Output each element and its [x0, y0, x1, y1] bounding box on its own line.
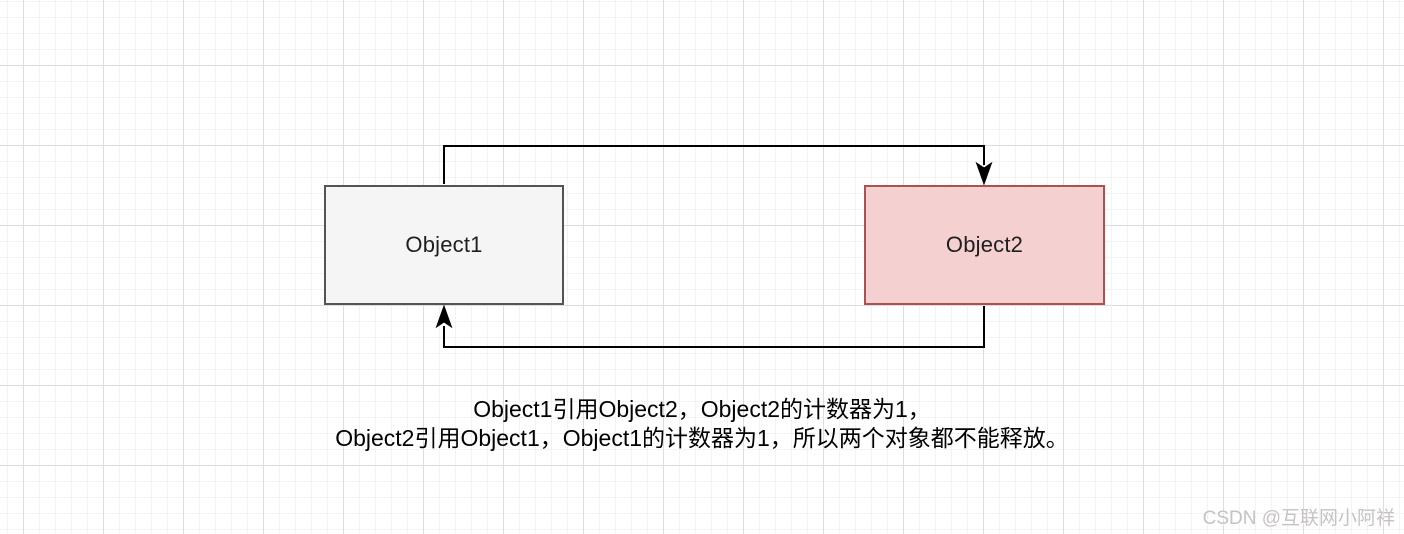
node-object1-label: Object1: [405, 232, 483, 257]
node-object2: Object2: [864, 185, 1105, 305]
node-object2-label: Object2: [945, 232, 1024, 257]
edge-line: [443, 306, 985, 348]
node-object1: Object1: [324, 185, 564, 305]
watermark: CSDN @互联网小阿祥: [1202, 508, 1395, 529]
caption-line-2: Object2引用Object1，Object1的计数器为1，所以两个对象都不能…: [335, 425, 1069, 451]
arrowhead-up-icon: [435, 304, 453, 329]
caption: Object1引用Object2，Object2的计数器为1， Object2引…: [0, 395, 1404, 453]
arrowhead-down-icon: [975, 161, 993, 186]
edge-object1-to-object2: [443, 145, 993, 186]
edge-object2-to-object1: [435, 304, 985, 348]
edge-line: [443, 145, 985, 184]
caption-line-1: Object1引用Object2，Object2的计数器为1，: [473, 396, 931, 422]
